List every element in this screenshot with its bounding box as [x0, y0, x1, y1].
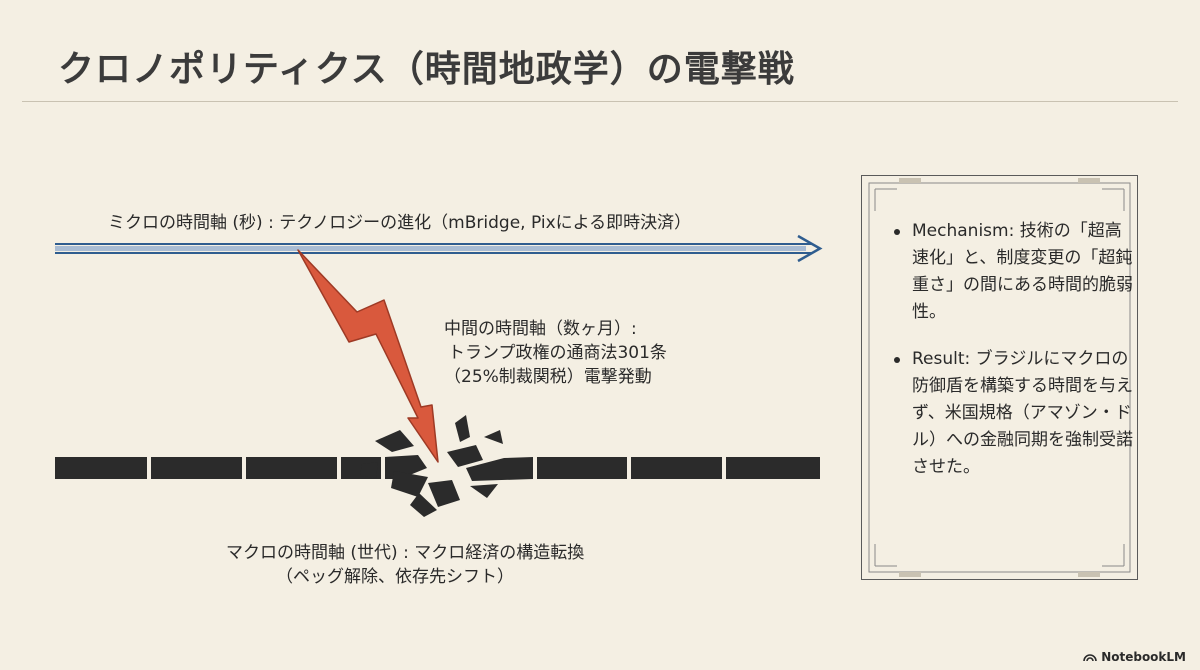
panel-frame: [861, 175, 1138, 580]
bullet-mechanism: Mechanism: 技術の「超高速化」と、制度変更の「超鈍重さ」の間にある時間…: [888, 218, 1133, 326]
mid-timescale-label: 中間の時間軸（数ヶ月）: トランプ政権の通商法301条 （25%制裁関税）電撃発…: [444, 317, 667, 389]
micro-timeline-arrow: [55, 234, 823, 263]
macro-label-line-2: （ペッグ解除、依存先シフト）: [276, 567, 514, 587]
watermark-text: NotebookLM: [1101, 650, 1186, 664]
mid-label-line-1: 中間の時間軸（数ヶ月）:: [444, 319, 637, 339]
macro-timescale-label: マクロの時間軸 (世代) : マクロ経済の構造転換 （ペッグ解除、依存先シフト）: [226, 541, 584, 589]
notebooklm-logo-icon: [1083, 654, 1097, 662]
bullet-result: Result: ブラジルにマクロの防御盾を構築する時間を与えず、米国規格（アマゾ…: [888, 346, 1133, 481]
notebooklm-watermark: NotebookLM: [1083, 650, 1186, 664]
explanation-panel: [861, 175, 1138, 580]
panel-bullet-list: Mechanism: 技術の「超高速化」と、制度変更の「超鈍重さ」の間にある時間…: [888, 218, 1133, 501]
micro-timescale-label: ミクロの時間軸 (秒) : テクノロジーの進化（mBridge, Pixによる即…: [108, 213, 692, 233]
lightning-bolt: [297, 249, 439, 463]
mid-label-line-2: トランプ政権の通商法301条: [448, 343, 667, 363]
impact-crack: [360, 415, 533, 517]
title-divider: [22, 101, 1178, 102]
slide-title: クロノポリティクス（時間地政学）の電撃戦: [58, 49, 795, 90]
macro-label-line-1: マクロの時間軸 (世代) : マクロ経済の構造転換: [226, 543, 585, 563]
mid-label-line-3: （25%制裁関税）電撃発動: [444, 367, 652, 387]
